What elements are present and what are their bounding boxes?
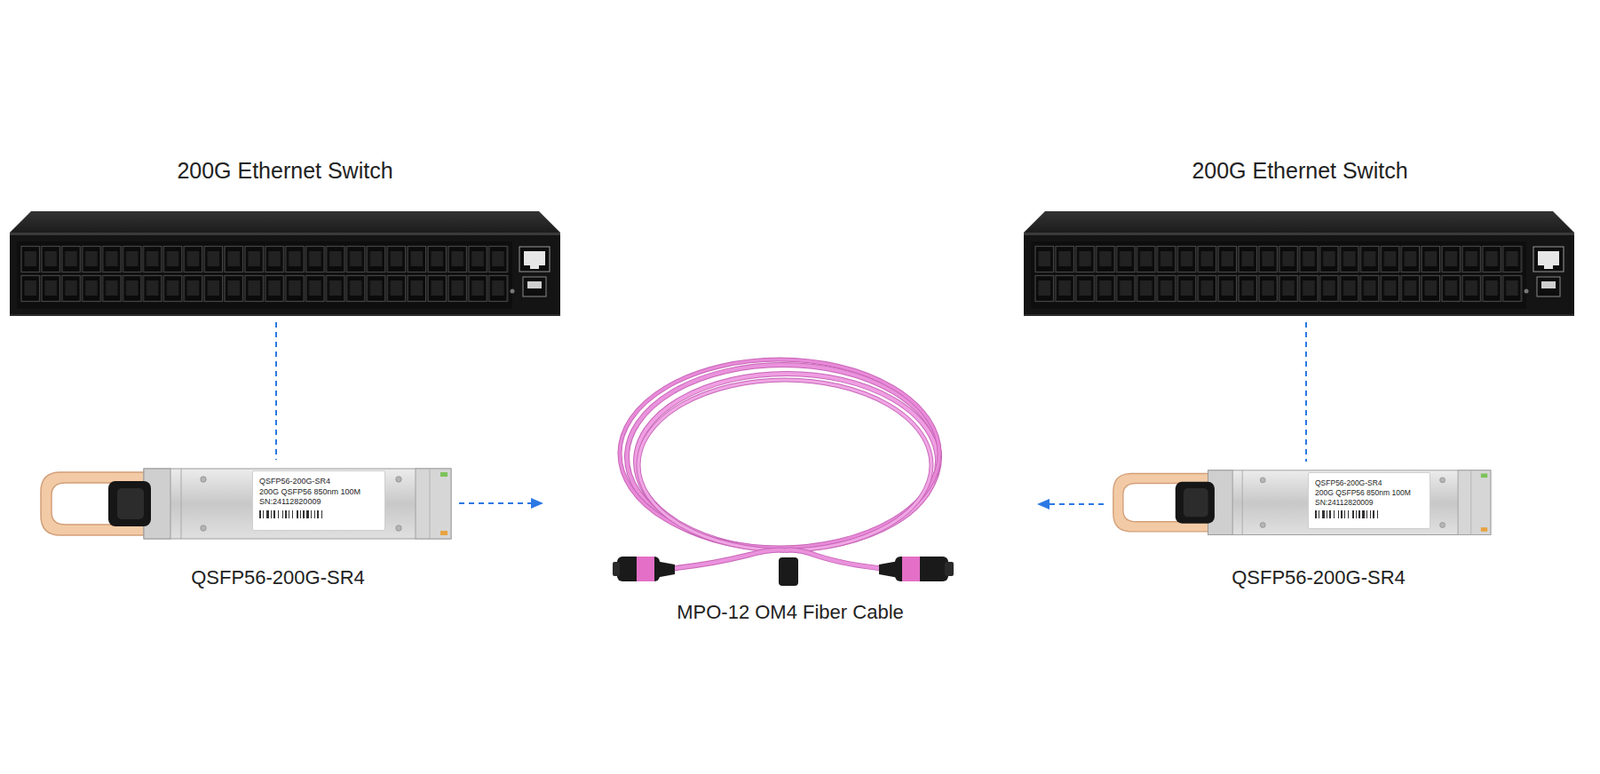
module-label: QSFP56-200G-SR4 xyxy=(1146,565,1491,591)
dashed-connector xyxy=(1306,322,1307,462)
dashed-connector xyxy=(459,498,544,509)
module-label: QSFP56-200G-SR4 xyxy=(104,565,452,591)
sticker-text: 200G QSFP56 850nm 100M xyxy=(259,487,379,499)
switch-node: 200G Ethernet Switch xyxy=(9,157,561,317)
label-sticker: QSFP56-200G-SR4200G QSFP56 850nm 100MSN:… xyxy=(252,470,386,531)
sticker-text: SN:24112820009 xyxy=(259,497,379,508)
barcode xyxy=(259,510,345,519)
transceiver-node: QSFP56-200G-SR4QSFP56-200G-SR4200G QSFP5… xyxy=(39,467,452,601)
barcode xyxy=(1314,510,1401,519)
sticker-text: QSFP56-200G-SR4 xyxy=(259,476,379,488)
sticker-text: QSFP56-200G-SR4 xyxy=(1314,478,1424,489)
device-label: 200G Ethernet Switch xyxy=(9,157,561,184)
dashed-connector xyxy=(276,322,278,460)
label-sticker: QSFP56-200G-SR4200G QSFP56 850nm 100MSN:… xyxy=(1307,472,1431,530)
cable-label: MPO-12 OM4 Fiber Cable xyxy=(543,600,1038,626)
switch-node: 200G Ethernet Switch xyxy=(1023,157,1577,317)
sticker-text: 200G QSFP56 850nm 100M xyxy=(1314,488,1424,499)
device-label: 200G Ethernet Switch xyxy=(1023,157,1577,184)
sticker-text: SN:24112820009 xyxy=(1314,498,1424,508)
fiber-cable-node: MPO-12 OM4 Fiber Cable xyxy=(543,359,1038,626)
transceiver-node: QSFP56-200G-SR4QSFP56-200G-SR4200G QSFP5… xyxy=(1111,468,1491,601)
dashed-connector xyxy=(1037,499,1104,510)
